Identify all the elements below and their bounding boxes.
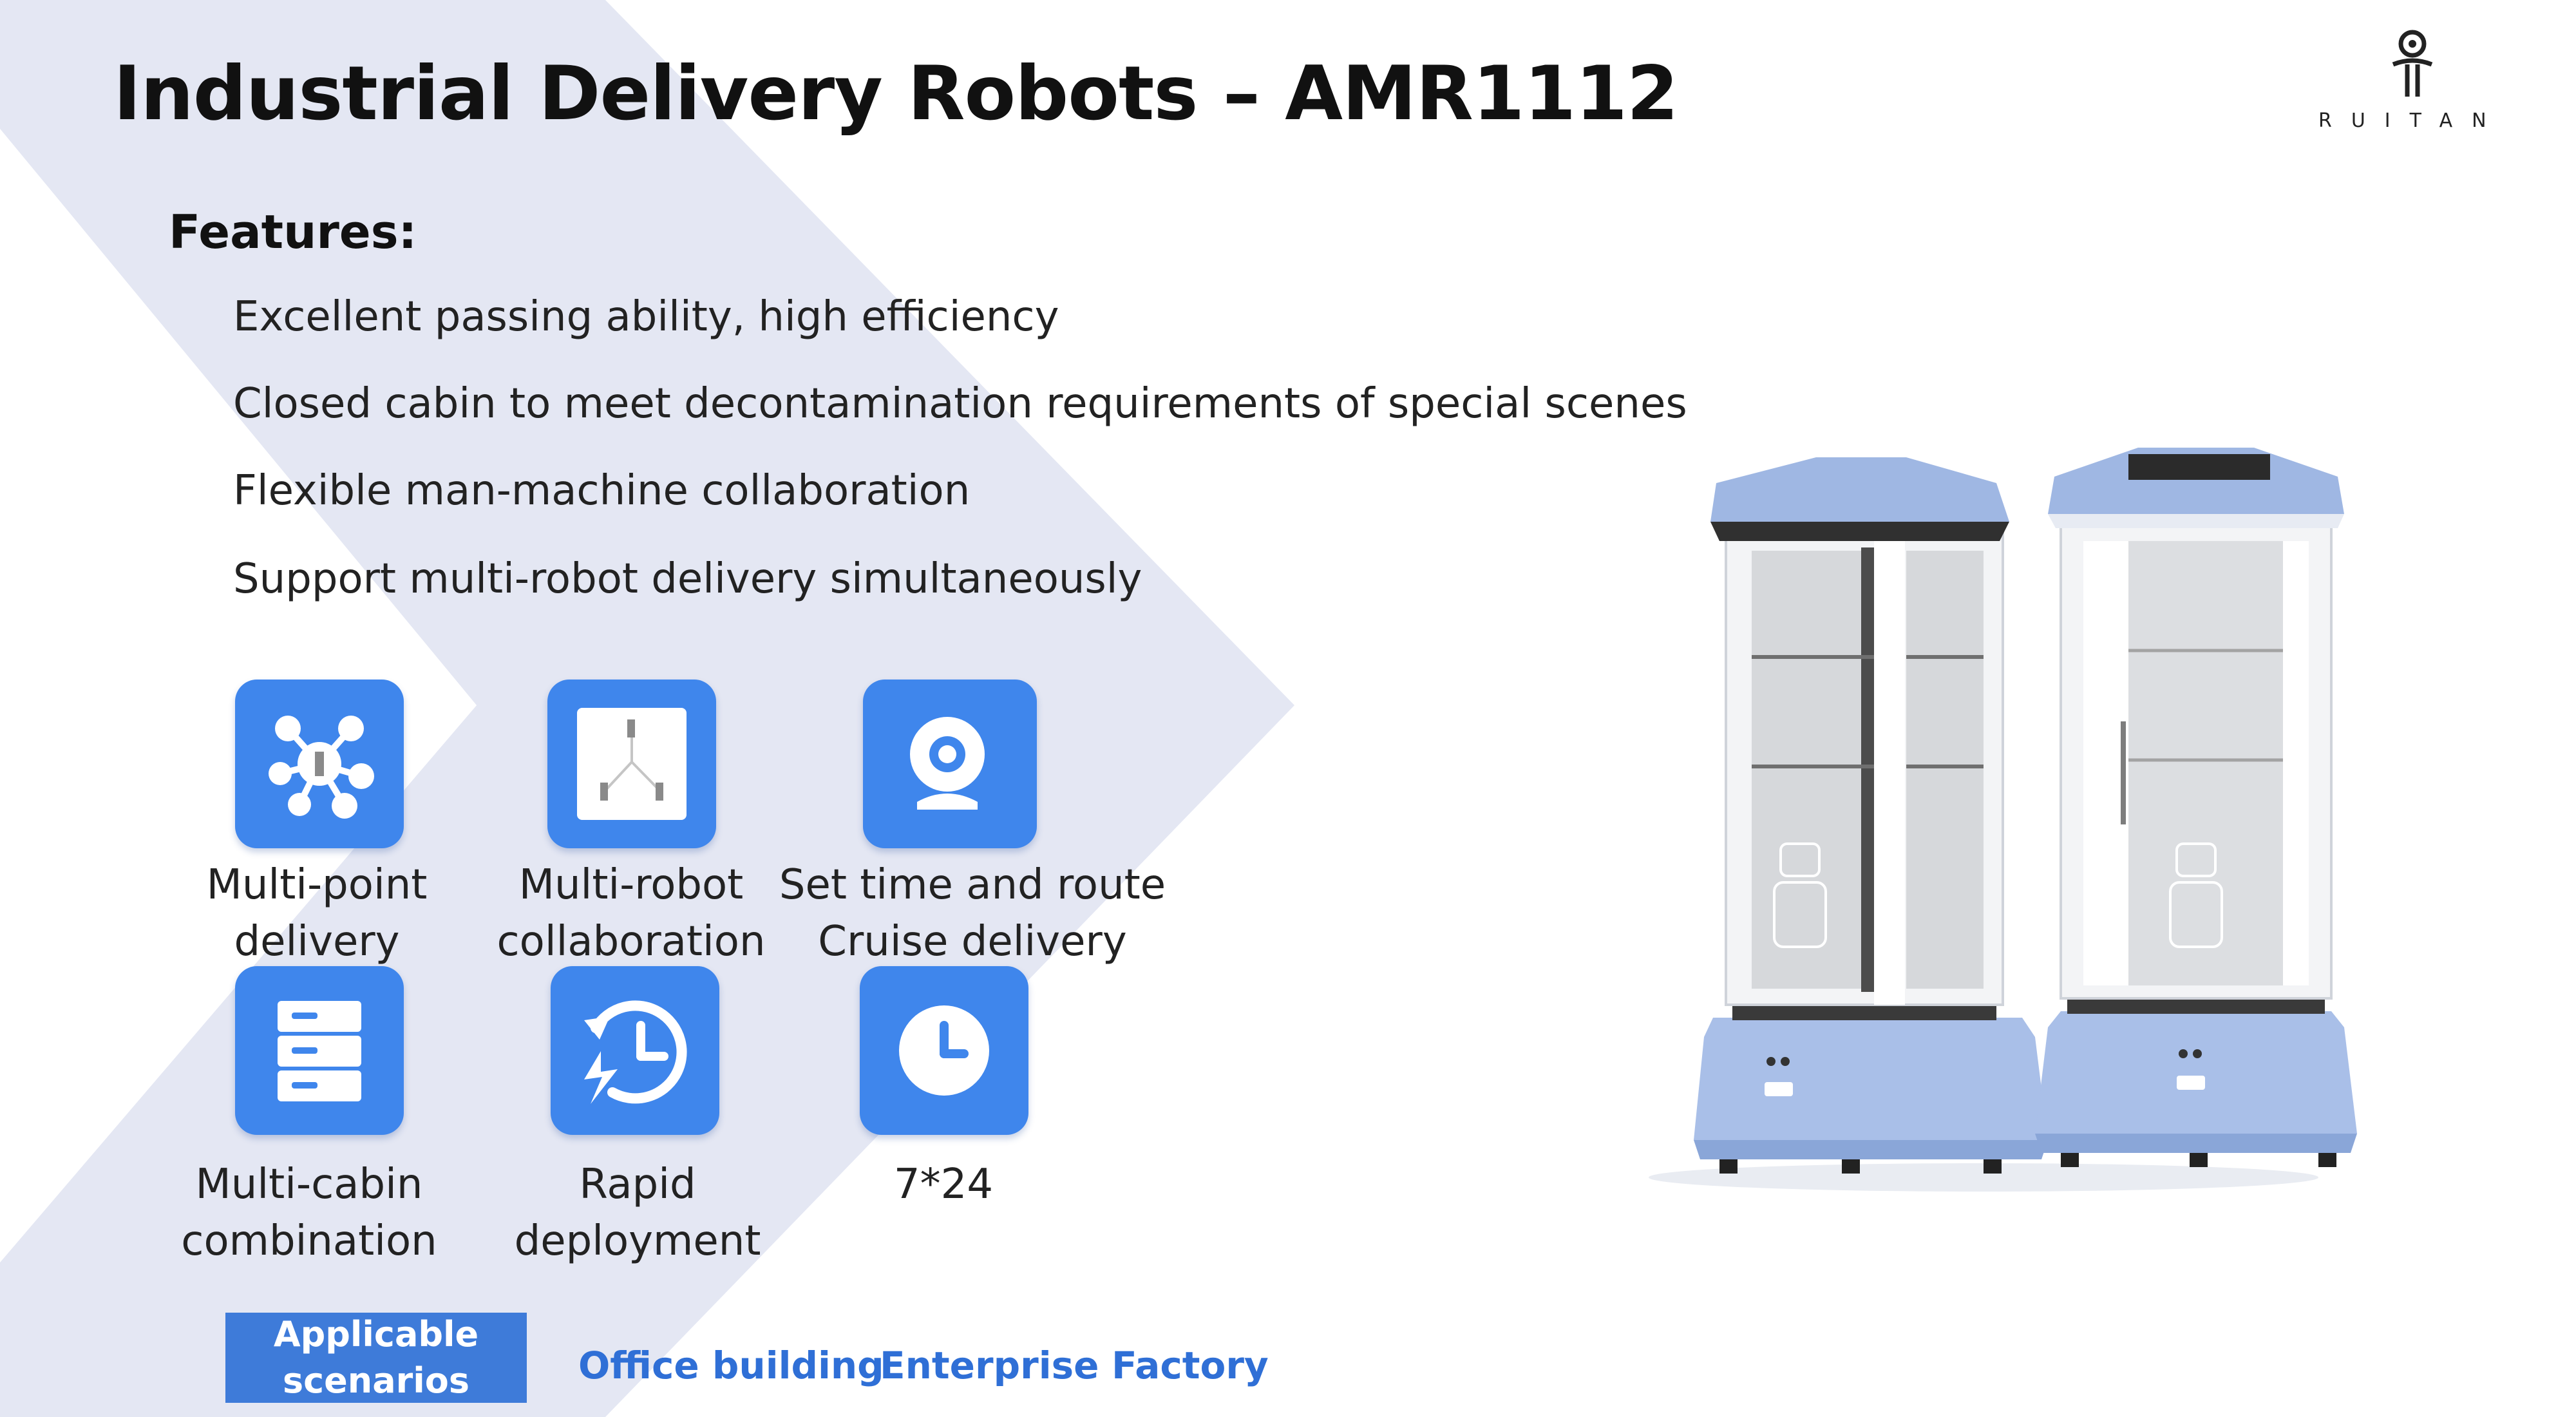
feature-item: Support multi-robot delivery simultaneou…	[233, 555, 1142, 603]
network-nodes-icon	[269, 716, 374, 819]
camera-icon	[910, 717, 985, 810]
feature-item: Flexible man-machine collaboration	[233, 467, 971, 515]
scenario-factory: Factory	[1112, 1344, 1269, 1387]
cabinet-stack-icon	[278, 1001, 361, 1101]
robot-left	[1694, 457, 2048, 1174]
scenario-enterprise: Enterprise	[880, 1344, 1099, 1387]
feature-item: Closed cabin to meet decontamination req…	[233, 380, 1687, 428]
scenario-office-building: Office building	[578, 1344, 884, 1387]
capability-caption: 7*24	[893, 1161, 994, 1208]
delivery-robots-image	[1649, 448, 2357, 1192]
robot-right	[2035, 448, 2357, 1167]
slide-title: Industrial Delivery Robots – AMR1112	[113, 50, 1679, 137]
set-time-route-tile	[863, 680, 1037, 848]
logo-text: RUITAN	[2318, 109, 2506, 132]
features-heading: Features:	[169, 205, 417, 259]
rapid-deployment-tile	[551, 966, 719, 1135]
twenty-four-seven-tile	[860, 966, 1028, 1135]
multi-point-delivery-tile	[235, 680, 404, 848]
feature-item: Excellent passing ability, high efficien…	[233, 293, 1059, 341]
rapid-clock-icon	[584, 1000, 687, 1104]
applicable-scenarios-label: Applicable scenarios	[225, 1313, 527, 1403]
ruitan-logo-icon	[2392, 30, 2433, 97]
clock-icon	[899, 1005, 989, 1096]
multi-robot-collaboration-tile	[547, 680, 716, 848]
multi-robot-icon	[577, 708, 687, 820]
multi-cabin-combination-tile	[235, 966, 404, 1135]
